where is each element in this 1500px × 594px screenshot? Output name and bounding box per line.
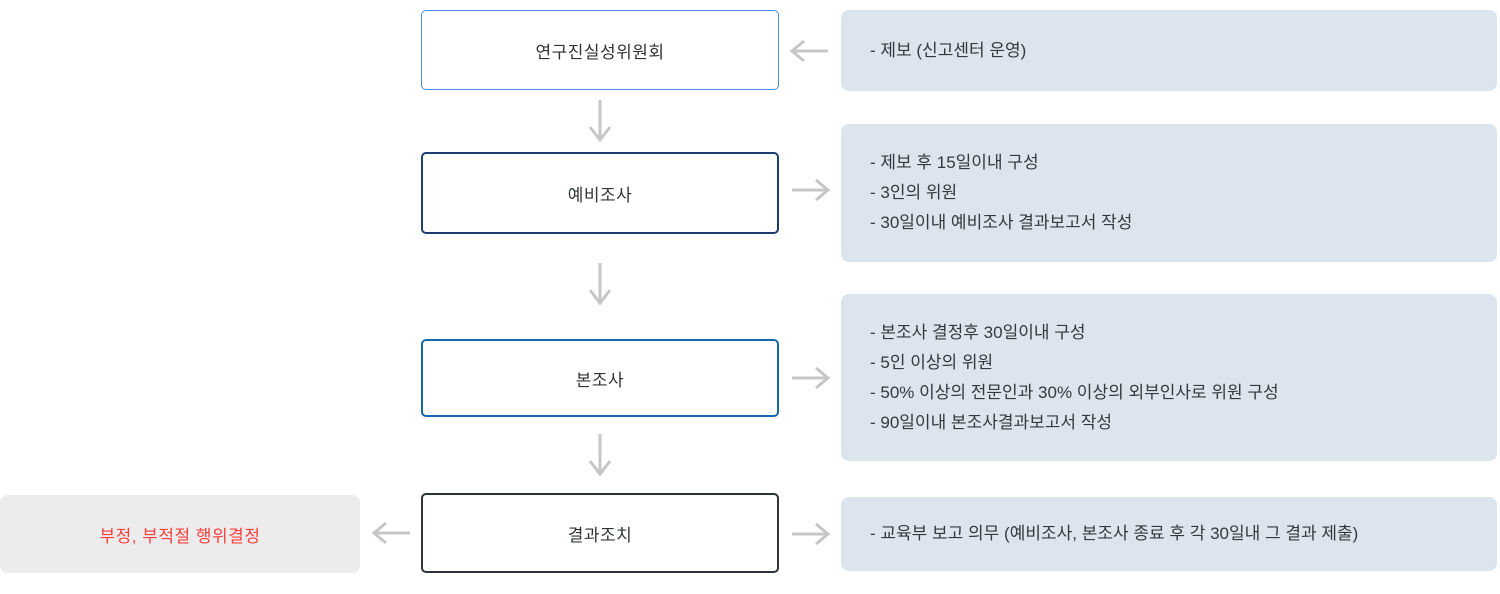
arrow-left-icon <box>789 39 828 63</box>
arrow-right-icon <box>792 178 831 202</box>
arrow-right-icon <box>792 366 831 390</box>
detail-item: - 제보 (신고센터 운영) <box>870 40 1027 60</box>
flow-box-main-investigation: 본조사 <box>421 339 779 417</box>
flow-box-label: 결과조치 <box>567 525 633 545</box>
detail-item: - 3인의 위원 <box>870 183 958 202</box>
flow-box-label: 본조사 <box>575 370 625 390</box>
detail-panel-preliminary: - 제보 후 15일이내 구성 - 3인의 위원 - 30일이내 예비조사 결과… <box>841 124 1497 262</box>
result-box-misconduct-decision: 부정, 부적절 행위결정 <box>0 495 360 573</box>
detail-item: - 50% 이상의 전문인과 30% 이상의 외부인사로 위원 구성 <box>870 382 1279 402</box>
arrow-down-icon <box>588 263 612 306</box>
detail-item: - 30일이내 예비조사 결과보고서 작성 <box>870 213 1133 232</box>
detail-item: - 교육부 보고 의무 (예비조사, 본조사 종료 후 각 30일내 그 결과 … <box>870 524 1359 543</box>
detail-item: - 90일이내 본조사결과보고서 작성 <box>870 412 1113 432</box>
arrow-right-icon <box>792 522 831 546</box>
arrow-down-icon <box>588 434 612 477</box>
result-box-label: 부정, 부적절 행위결정 <box>99 526 261 546</box>
detail-item: - 본조사 결정후 30일이내 구성 <box>870 322 1086 342</box>
detail-panel-main: - 본조사 결정후 30일이내 구성 - 5인 이상의 위원 - 50% 이상의… <box>841 294 1497 461</box>
flow-box-label: 연구진실성위원회 <box>535 42 665 62</box>
flow-box-label: 예비조사 <box>567 185 633 205</box>
flow-box-research-integrity-committee: 연구진실성위원회 <box>421 10 779 90</box>
detail-panel-result: - 교육부 보고 의무 (예비조사, 본조사 종료 후 각 30일내 그 결과 … <box>841 497 1497 571</box>
arrow-left-icon <box>371 521 410 545</box>
detail-panel-report: - 제보 (신고센터 운영) <box>841 10 1497 91</box>
arrow-down-icon <box>588 100 612 143</box>
detail-item: - 제보 후 15일이내 구성 <box>870 153 1039 172</box>
flow-box-preliminary-investigation: 예비조사 <box>421 152 779 234</box>
flow-box-result-action: 결과조치 <box>421 493 779 573</box>
detail-item: - 5인 이상의 위원 <box>870 352 994 372</box>
